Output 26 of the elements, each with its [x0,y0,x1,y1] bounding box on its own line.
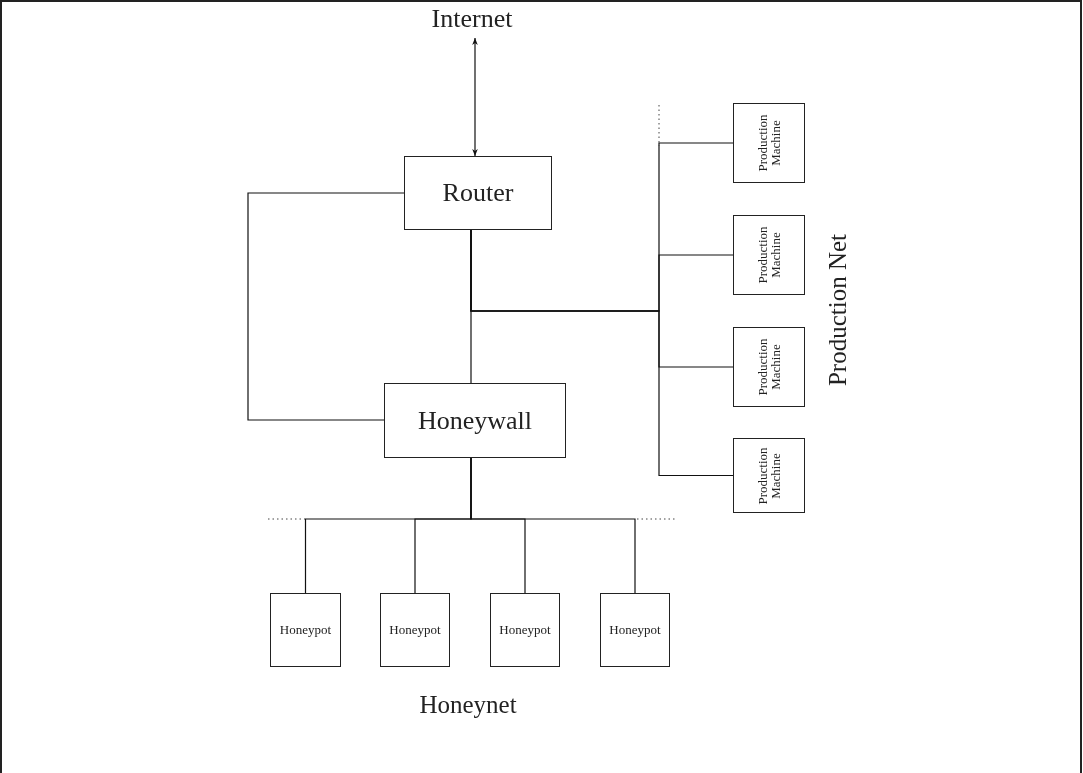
device-box [380,593,450,667]
connector-line [470,457,636,594]
machine-label: Production Machine [756,337,782,398]
connector-line [247,192,405,421]
machine-box [733,215,805,295]
device-label: Honeypot [389,622,441,638]
node-label: Internet [431,4,513,34]
device-label: Honeypot [499,622,551,638]
machine-label: Production Machine [756,113,782,174]
machine-box [733,438,805,513]
device-box [404,156,552,230]
device-label: Honeypot [609,622,661,638]
device-label: Router [442,178,514,208]
device-box [270,593,341,667]
group-label: Honeynet [419,691,517,719]
device-box [600,593,670,667]
machine-box [733,327,805,407]
machine-label: Production Machine [756,225,782,286]
device-box [384,383,566,458]
group-label: Production Net [824,233,852,387]
machine-box [733,103,805,183]
device-box [490,593,560,667]
device-label: Honeypot [279,622,332,638]
arrow [472,37,478,157]
device-label: Honeywall [417,405,533,436]
machine-label: Production Machine [756,445,782,507]
